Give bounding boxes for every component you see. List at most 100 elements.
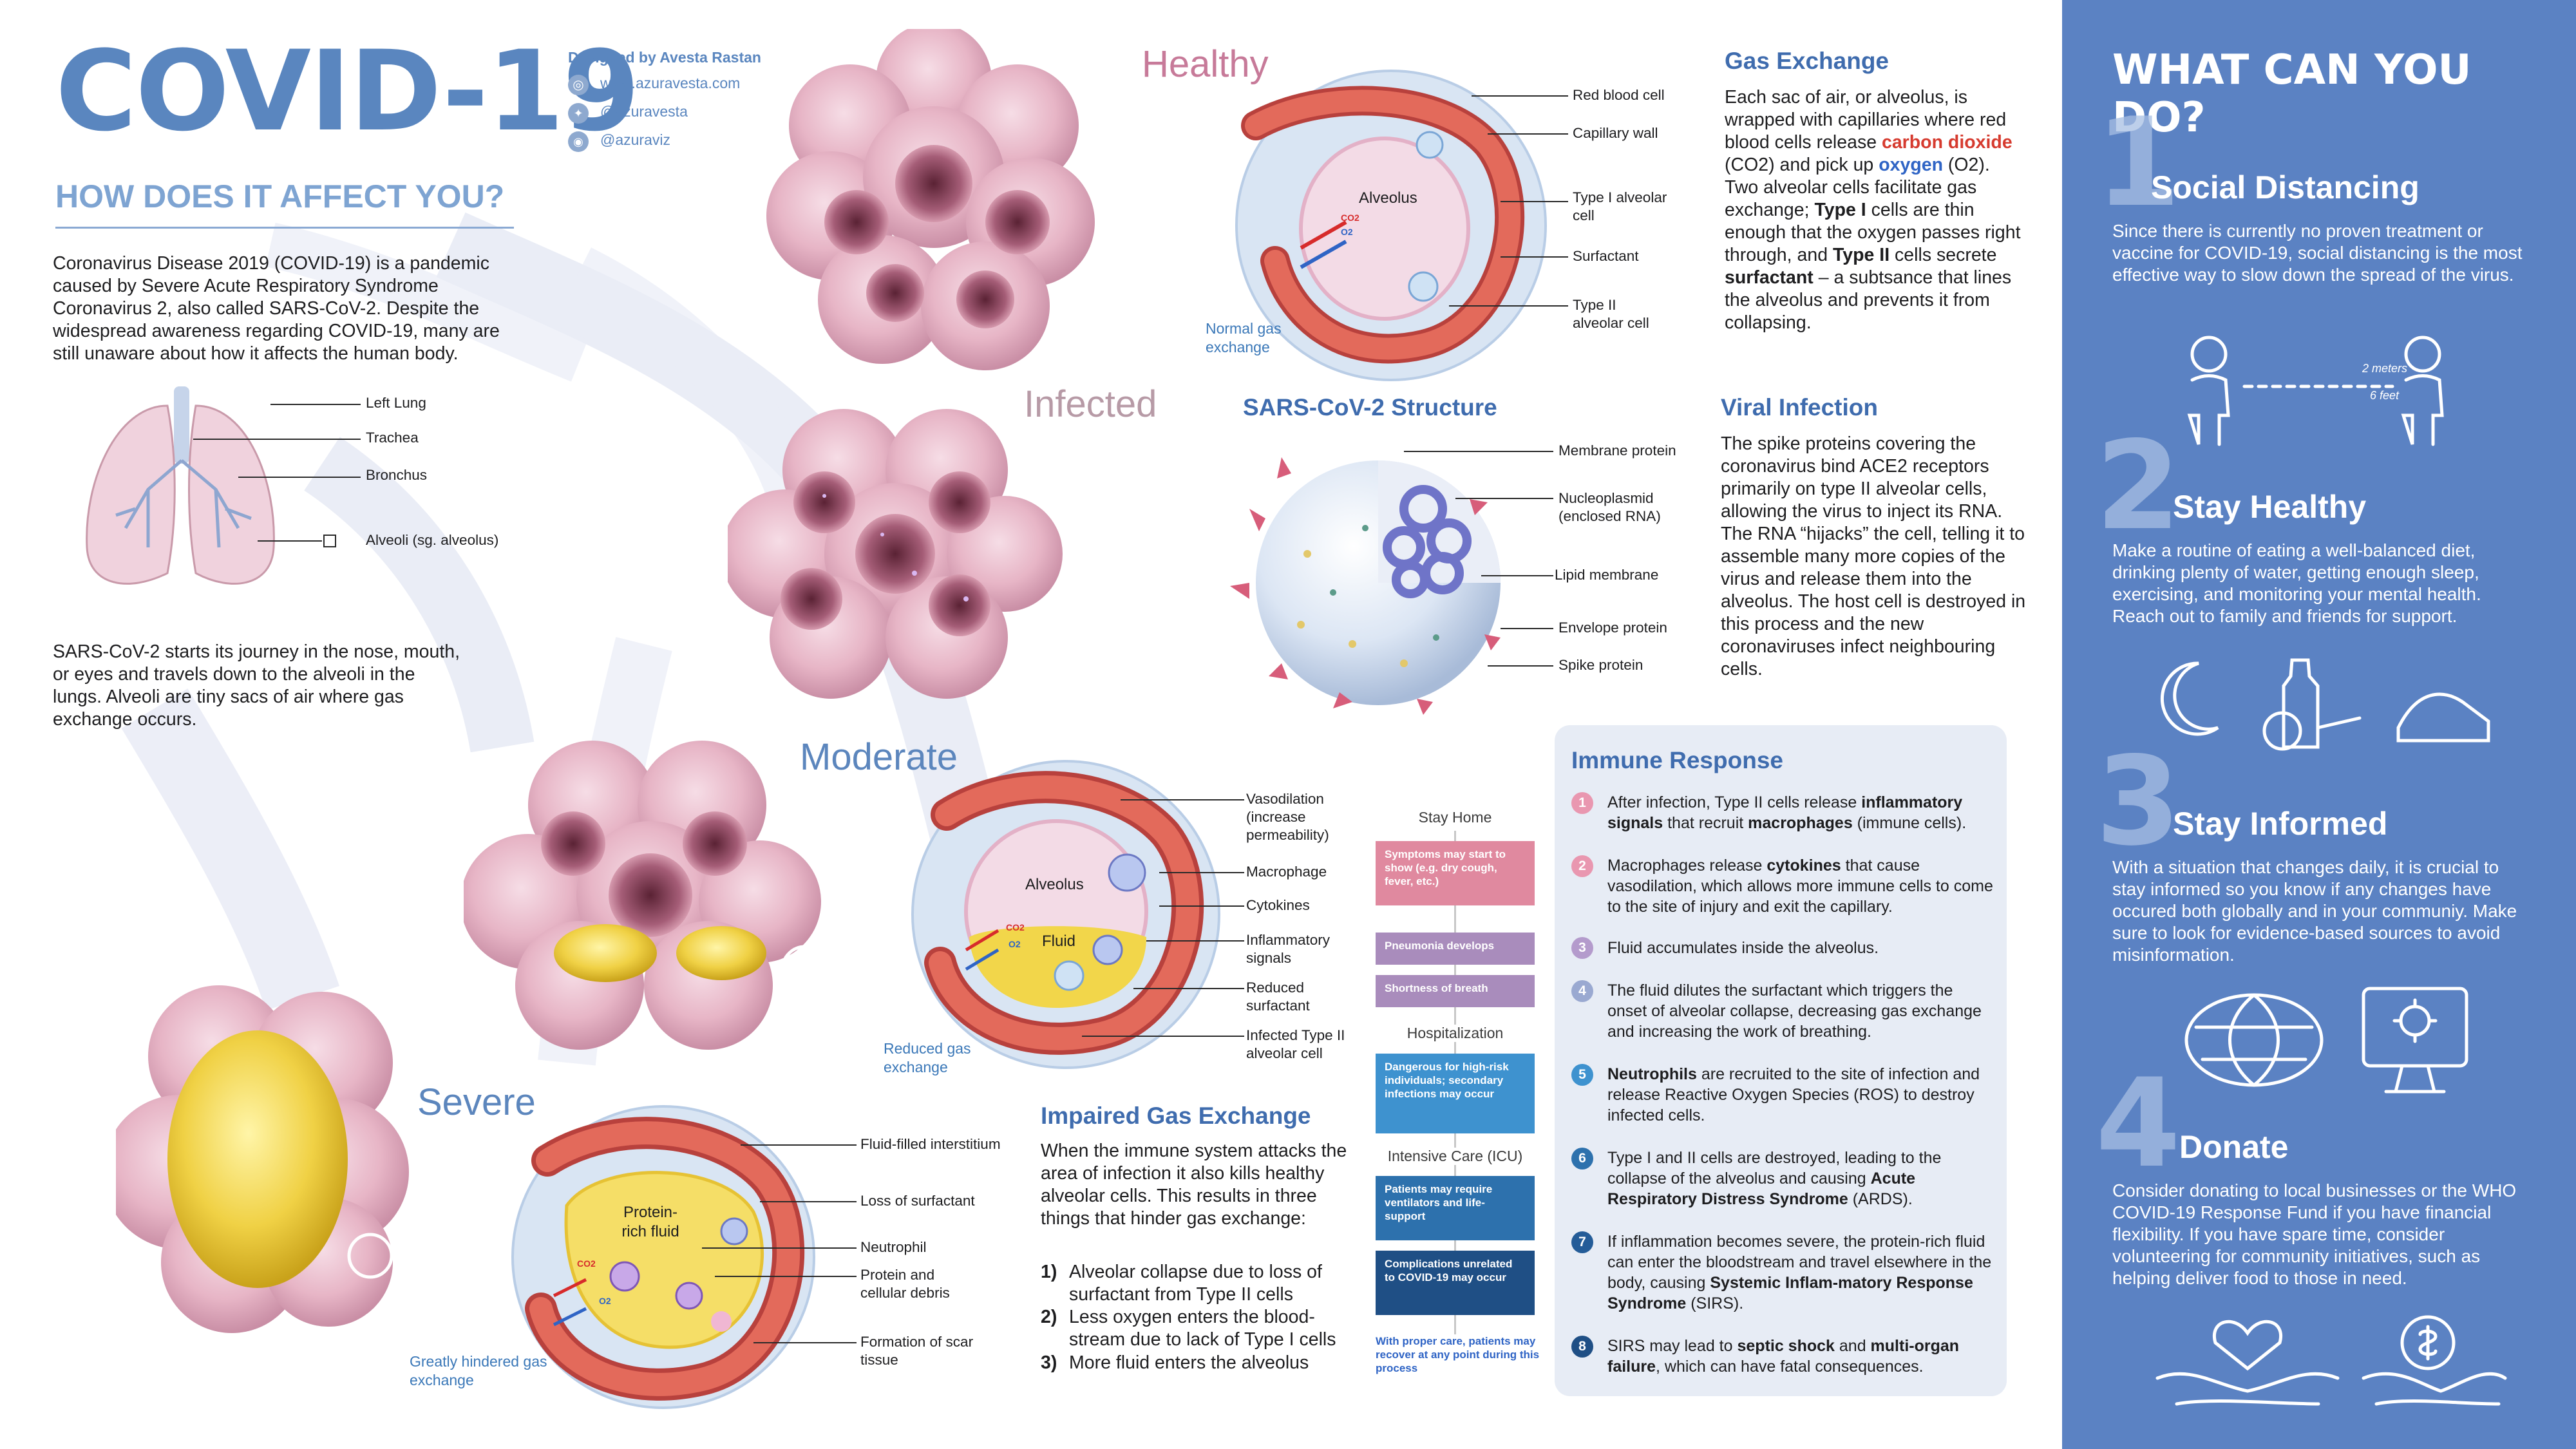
flow-pneumonia: Pneumonia develops xyxy=(1376,933,1535,965)
immune-panel xyxy=(1555,725,2007,1396)
moderate-label-1: Macrophage xyxy=(1246,864,1327,880)
tip-2-text: Make a routine of eating a well-balanced… xyxy=(2112,540,2481,626)
impaired-item-3: More fluid enters the alveolus xyxy=(1069,1352,1309,1373)
severe-label-0: Fluid-filled interstitium xyxy=(860,1136,1001,1152)
leader-vaso xyxy=(1121,799,1244,800)
healthy-label-2: Type I alveolar cell xyxy=(1573,189,1667,223)
tip-4-number: 4 xyxy=(2096,1052,2181,1195)
moderate-alveoli-cluster xyxy=(464,741,824,1050)
immune-step-1-num: 1 xyxy=(1571,792,1593,814)
healthy-cross-section xyxy=(1235,70,1547,381)
tip-2-number: 2 xyxy=(2096,415,2181,557)
flow-icu: Intensive Care (ICU) xyxy=(1376,1148,1535,1165)
globe-icon xyxy=(2184,993,2324,1087)
journey-text: SARS-CoV-2 starts its journey in the nos… xyxy=(53,641,460,730)
leader-alveoli xyxy=(258,540,322,542)
immune-step-2: Macrophages release cytokines that cause… xyxy=(1607,857,1993,916)
immune-step-2-num: 2 xyxy=(1571,855,1593,877)
gas-exchange-title: Gas Exchange xyxy=(1725,48,1889,74)
flow-hospitalization: Hospitalization xyxy=(1376,1025,1535,1042)
flow-symptoms: Symptoms may start to show (e.g. dry cou… xyxy=(1376,841,1535,905)
moderate-alveolus-label: Alveolus xyxy=(1025,876,1084,893)
leader-infected-t2 xyxy=(1082,1036,1244,1037)
healthy-co2: CO2 xyxy=(1341,213,1359,223)
title-rule xyxy=(55,227,514,229)
structure-label-1: Nucleoplasmid (enclosed RNA) xyxy=(1558,490,1661,524)
immune-step-3-num: 3 xyxy=(1571,937,1593,959)
intro-text: Coronavirus Disease 2019 (COVID-19) is a… xyxy=(53,253,500,364)
moderate-cross-section xyxy=(911,760,1220,1069)
leader-type2 xyxy=(1449,305,1568,307)
severe-label-1: Loss of surfactant xyxy=(860,1193,975,1209)
structure-label-3: Envelope protein xyxy=(1558,620,1667,636)
leader-interstitium xyxy=(741,1144,857,1146)
healthy-caption: Normal gas exchange xyxy=(1206,320,1282,355)
tip-3-title: Stay Informed xyxy=(2173,806,2388,842)
alveoli-marker xyxy=(323,535,336,547)
healthy-label-0: Red blood cell xyxy=(1573,87,1665,103)
sidebar-title: WHAT CAN YOU DO? xyxy=(2112,46,2472,142)
moon-icon xyxy=(2160,661,2219,736)
stage-infected: Infected xyxy=(1024,383,1157,425)
immune-step-1: After infection, Type II cells release i… xyxy=(1607,793,1967,832)
flow-complications: Complications unrelated to COVID-19 may … xyxy=(1376,1251,1535,1315)
structure-label-4: Spike protein xyxy=(1558,657,1643,673)
monitor-icon xyxy=(2362,987,2468,1068)
label-alveoli: Alveoli (sg. alveolus) xyxy=(366,532,499,548)
impaired-title: Impaired Gas Exchange xyxy=(1041,1103,1311,1129)
moderate-label-3: Inflammatory signals xyxy=(1246,932,1331,966)
informed-icons xyxy=(2184,987,2468,1094)
leader-capwall xyxy=(1488,133,1568,135)
immune-step-8: SIRS may lead to septic shock and multi-… xyxy=(1607,1337,1960,1376)
leader-macro xyxy=(1159,872,1244,873)
moderate-o2: O2 xyxy=(1009,939,1021,949)
leader-reduced xyxy=(1133,988,1244,989)
donate-icons xyxy=(2155,1315,2507,1406)
structure-title: SARS-CoV-2 Structure xyxy=(1243,394,1497,421)
moderate-label-5: Infected Type II alveolar cell xyxy=(1246,1027,1345,1061)
website-link[interactable]: www.azuravesta.com xyxy=(600,75,741,91)
immune-step-4-num: 4 xyxy=(1571,980,1593,1002)
impaired-num-2: 2) xyxy=(1041,1307,1057,1327)
flow-recover: With proper care, patients may recover a… xyxy=(1376,1334,1543,1375)
severe-alveoli-cluster xyxy=(116,985,409,1333)
leader-neutrophil xyxy=(702,1247,857,1249)
leader-rbc xyxy=(1472,95,1568,97)
viral-infection-text: The spike proteins covering the coronavi… xyxy=(1721,433,2026,679)
leader-type1 xyxy=(1501,201,1568,202)
moderate-fluid-label: Fluid xyxy=(1042,933,1076,950)
immune-step-3: Fluid accumulates inside the alveolus. xyxy=(1607,939,1879,957)
moderate-caption: Reduced gas exchange xyxy=(884,1040,971,1075)
impaired-item-2: Less oxygen enters the blood-stream due … xyxy=(1069,1307,1336,1350)
instagram-link[interactable]: @azuraviz xyxy=(600,131,670,148)
tip-4-text: Consider donating to local businesses or… xyxy=(2112,1180,2517,1288)
immune-step-4: The fluid dilutes the surfactant which t… xyxy=(1607,981,1982,1041)
impaired-item-1: Alveolar collapse due to loss of surfact… xyxy=(1069,1262,1322,1305)
water-bottle-icon xyxy=(2282,658,2320,749)
lungs-illustration xyxy=(86,386,275,585)
immune-step-5-num: 5 xyxy=(1571,1064,1593,1086)
sneaker-icon xyxy=(2396,692,2490,743)
healthy-label-1: Capillary wall xyxy=(1573,125,1658,141)
healthy-o2: O2 xyxy=(1341,227,1353,237)
impaired-num-3: 3) xyxy=(1041,1352,1057,1373)
impaired-num-1: 1) xyxy=(1041,1262,1057,1282)
leader-bronchus xyxy=(238,477,361,478)
tip-1-text: Since there is currently no proven treat… xyxy=(2112,221,2523,285)
credit: Designed by Avesta Rastan xyxy=(568,49,761,66)
gas-exchange-text: Each sac of air, or alveolus, is wrapped… xyxy=(1725,87,2021,333)
leader-cyto xyxy=(1159,905,1244,907)
infected-alveoli-cluster xyxy=(728,409,1063,699)
leader-surf xyxy=(1501,256,1568,258)
flow-dangerous: Dangerous for high-risk individuals; sec… xyxy=(1376,1054,1535,1133)
instagram-icon: ◉ xyxy=(568,131,589,152)
stage-severe: Severe xyxy=(417,1081,536,1123)
page-subtitle: HOW DOES IT AFFECT YOU? xyxy=(55,178,505,214)
leader-inflam xyxy=(1146,940,1244,942)
heart-icon xyxy=(2212,1320,2283,1371)
immune-step-8-num: 8 xyxy=(1571,1336,1593,1358)
tip-1-title: Social Distancing xyxy=(2151,169,2420,205)
twitter-link[interactable]: @azuravesta xyxy=(600,103,688,120)
healthy-alveoli-cluster xyxy=(766,29,1095,370)
stage-moderate: Moderate xyxy=(800,736,958,778)
